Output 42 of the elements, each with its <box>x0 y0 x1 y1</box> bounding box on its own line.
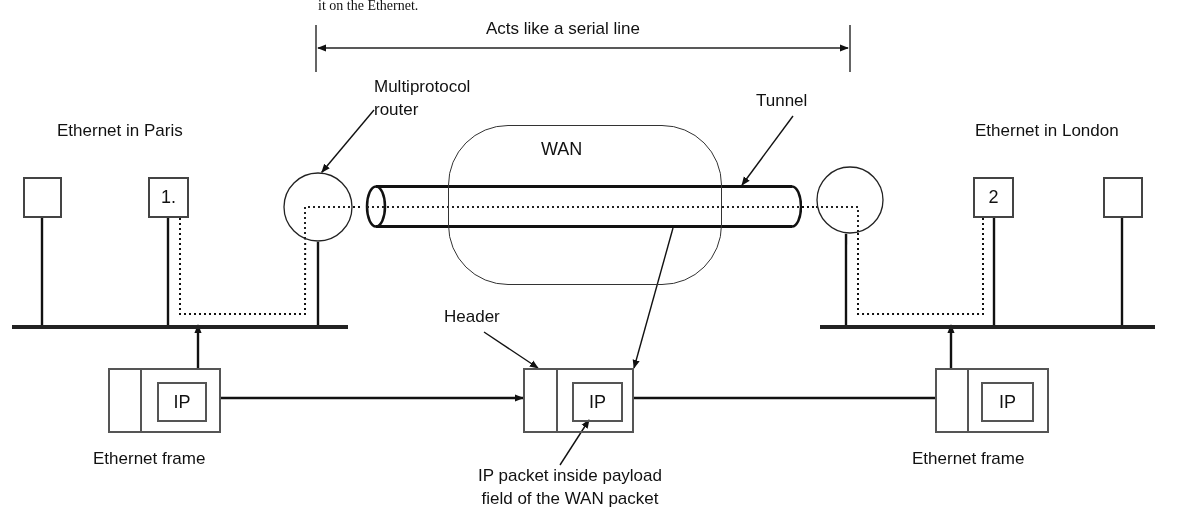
callout-text: Multiprotocol router <box>374 76 486 134</box>
network-label: Ethernet in London <box>975 120 1119 142</box>
host-box: 2 <box>973 177 1014 218</box>
leader-line <box>632 227 674 369</box>
network-label: Ethernet in Paris <box>57 120 183 142</box>
wan-packet <box>523 368 634 433</box>
connector-line <box>166 218 170 325</box>
host-box <box>1103 177 1143 218</box>
dotted-path <box>179 217 307 315</box>
body-text: it on the Ethernet. <box>318 0 419 14</box>
connector-line <box>992 218 996 325</box>
leader-line <box>321 109 375 173</box>
callout-text: IP packet inside payload field of the WAN packet <box>470 465 670 521</box>
frame-caption: Ethernet frame <box>93 448 206 470</box>
connector-line <box>316 242 320 325</box>
leader-line <box>741 115 794 186</box>
callout-text: Tunnel <box>756 90 818 116</box>
connector-line <box>634 396 935 400</box>
ip-packet: IP <box>981 382 1034 422</box>
arrow <box>221 394 524 402</box>
ip-packet: IP <box>572 382 623 422</box>
host-box <box>23 177 62 218</box>
cloud-label: WAN <box>541 138 583 161</box>
ethernet-bus <box>12 325 348 329</box>
router-circle <box>816 166 884 234</box>
connector-line <box>40 218 44 325</box>
dimension-label: Acts like a serial line <box>486 18 640 40</box>
connector-line <box>1120 218 1124 325</box>
ethernet-bus <box>820 325 1155 329</box>
host-box: 1. <box>148 177 189 218</box>
leader-line <box>559 419 590 466</box>
ethernet-frame <box>108 368 221 433</box>
dotted-path <box>352 206 361 208</box>
dotted-path <box>857 217 984 315</box>
frame-caption: Ethernet frame <box>912 448 1025 470</box>
callout-text: Header <box>444 306 514 332</box>
ethernet-frame <box>935 368 1049 433</box>
ip-packet: IP <box>157 382 207 422</box>
leader-line <box>483 331 539 369</box>
router-circle <box>283 172 353 242</box>
connector-line <box>844 233 848 325</box>
wan-cloud <box>448 125 722 285</box>
